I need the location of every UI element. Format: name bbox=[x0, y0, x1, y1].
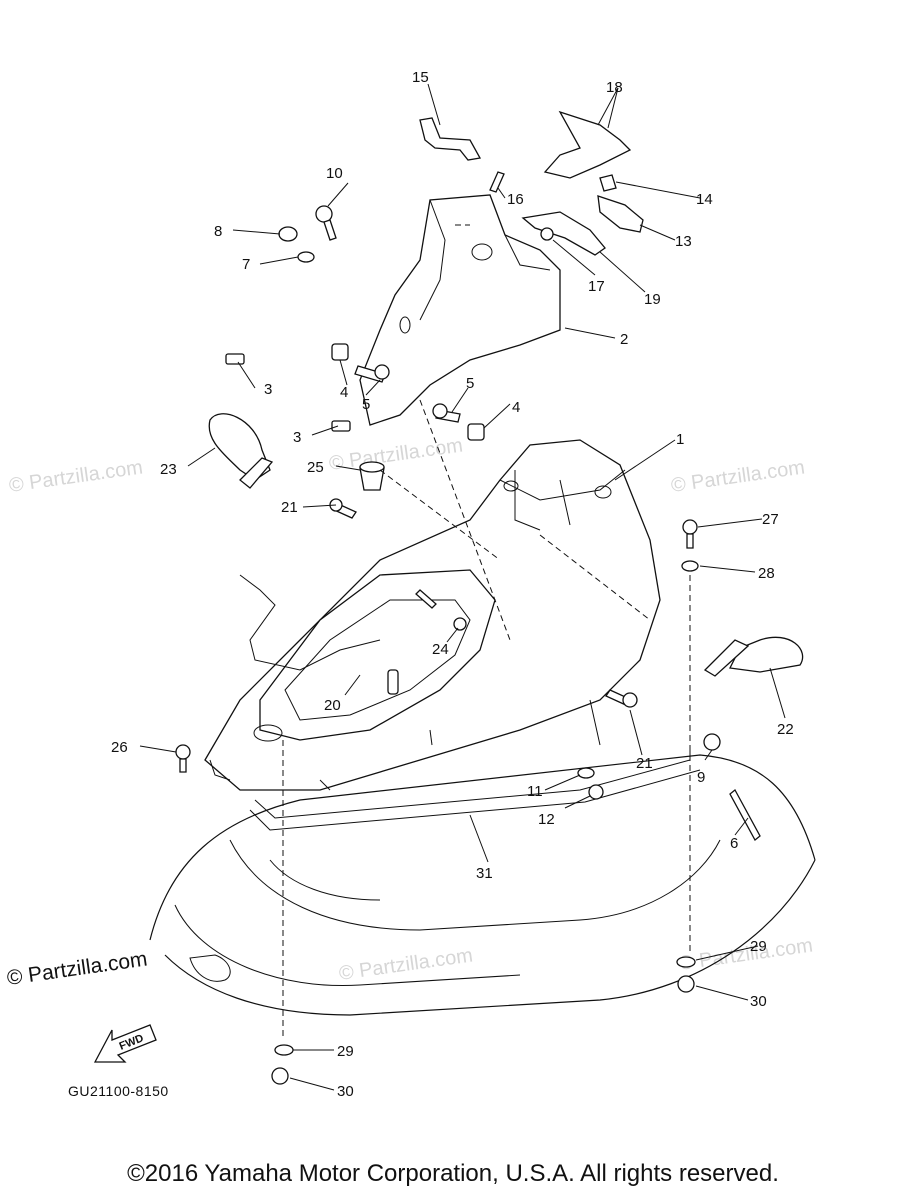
part-11-washer bbox=[577, 767, 595, 779]
callout-8: 8 bbox=[214, 223, 222, 240]
callout-21: 21 bbox=[636, 755, 653, 772]
callout-23: 23 bbox=[160, 461, 177, 478]
callout-10: 10 bbox=[326, 165, 343, 182]
watermark: © Partzilla.com bbox=[678, 934, 815, 975]
diagram-code: GU21100-8150 bbox=[68, 1083, 169, 1099]
part-30-nut bbox=[271, 1067, 289, 1085]
callout-6: 6 bbox=[730, 835, 738, 852]
part-28-washer bbox=[681, 560, 699, 572]
callout-18: 18 bbox=[606, 79, 623, 96]
part-18-bracket bbox=[543, 110, 632, 179]
part-4-clip bbox=[467, 423, 485, 441]
part-17-rivet bbox=[540, 227, 554, 241]
part-26-bolt bbox=[175, 744, 191, 760]
part-6-bolt bbox=[729, 789, 761, 841]
callout-3: 3 bbox=[264, 381, 272, 398]
callout-25: 25 bbox=[307, 459, 324, 476]
part-3-grommet bbox=[225, 353, 245, 365]
part-15-bracket bbox=[419, 117, 482, 161]
callout-29: 29 bbox=[337, 1043, 354, 1060]
callout-29: 29 bbox=[750, 938, 767, 955]
watermark-primary: © Partzilla.com bbox=[5, 947, 148, 989]
hull bbox=[149, 754, 816, 1016]
callout-3: 3 bbox=[293, 429, 301, 446]
part-29-washer bbox=[676, 956, 696, 968]
callout-30: 30 bbox=[750, 993, 767, 1010]
copyright-notice: ©2016 Yamaha Motor Corporation, U.S.A. A… bbox=[127, 1160, 779, 1187]
part-3-grommet bbox=[331, 420, 351, 432]
part-8-nut bbox=[278, 226, 298, 242]
callout-21: 21 bbox=[281, 499, 298, 516]
callout-15: 15 bbox=[412, 69, 429, 86]
callout-28: 28 bbox=[758, 565, 775, 582]
callout-13: 13 bbox=[675, 233, 692, 250]
callout-4: 4 bbox=[512, 399, 520, 416]
part-7-washer bbox=[297, 251, 315, 263]
callouts: 1 2 3 3 4 4 5 5 6 7 8 9 10 11 12 13 14 1… bbox=[111, 69, 794, 1100]
callout-17: 17 bbox=[588, 278, 605, 295]
callout-1: 1 bbox=[676, 431, 684, 448]
part-30-nut bbox=[677, 975, 695, 993]
watermark: © Partzilla.com bbox=[670, 456, 807, 497]
callout-9: 9 bbox=[697, 769, 705, 786]
part-27-bolt bbox=[682, 519, 698, 535]
callout-5: 5 bbox=[466, 375, 474, 392]
callout-20: 20 bbox=[324, 697, 341, 714]
watermark: © Partzilla.com bbox=[8, 456, 145, 497]
watermark: © Partzilla.com bbox=[328, 434, 465, 475]
part-19-pad bbox=[521, 211, 606, 256]
part-20-rail bbox=[239, 574, 381, 671]
callout-7: 7 bbox=[242, 256, 250, 273]
part-13-cover bbox=[597, 195, 644, 233]
callout-30: 30 bbox=[337, 1083, 354, 1100]
callout-24: 24 bbox=[432, 641, 449, 658]
part-24-bolt bbox=[453, 617, 467, 631]
callout-19: 19 bbox=[644, 291, 661, 308]
part-23-mirror bbox=[208, 413, 271, 481]
callout-27: 27 bbox=[762, 511, 779, 528]
part-12-nut bbox=[588, 784, 604, 800]
callout-12: 12 bbox=[538, 811, 555, 828]
fwd-arrow-icon: FWD bbox=[93, 1024, 157, 1063]
part-1-deck bbox=[204, 439, 661, 791]
callout-2: 2 bbox=[620, 331, 628, 348]
callout-26: 26 bbox=[111, 739, 128, 756]
part-9-collar bbox=[703, 733, 721, 751]
callout-16: 16 bbox=[507, 191, 524, 208]
callout-14: 14 bbox=[696, 191, 713, 208]
part-29-washer bbox=[274, 1044, 294, 1056]
callout-22: 22 bbox=[777, 721, 794, 738]
part-2-hood bbox=[359, 194, 561, 426]
callout-5: 5 bbox=[362, 396, 370, 413]
callout-11: 11 bbox=[527, 783, 543, 800]
part-14-nut bbox=[599, 174, 617, 192]
callout-4: 4 bbox=[340, 384, 348, 401]
leader-lines bbox=[139, 83, 786, 1091]
part-4-clip bbox=[331, 343, 349, 361]
part-16-screw bbox=[489, 171, 505, 193]
callout-31: 31 bbox=[476, 865, 493, 882]
